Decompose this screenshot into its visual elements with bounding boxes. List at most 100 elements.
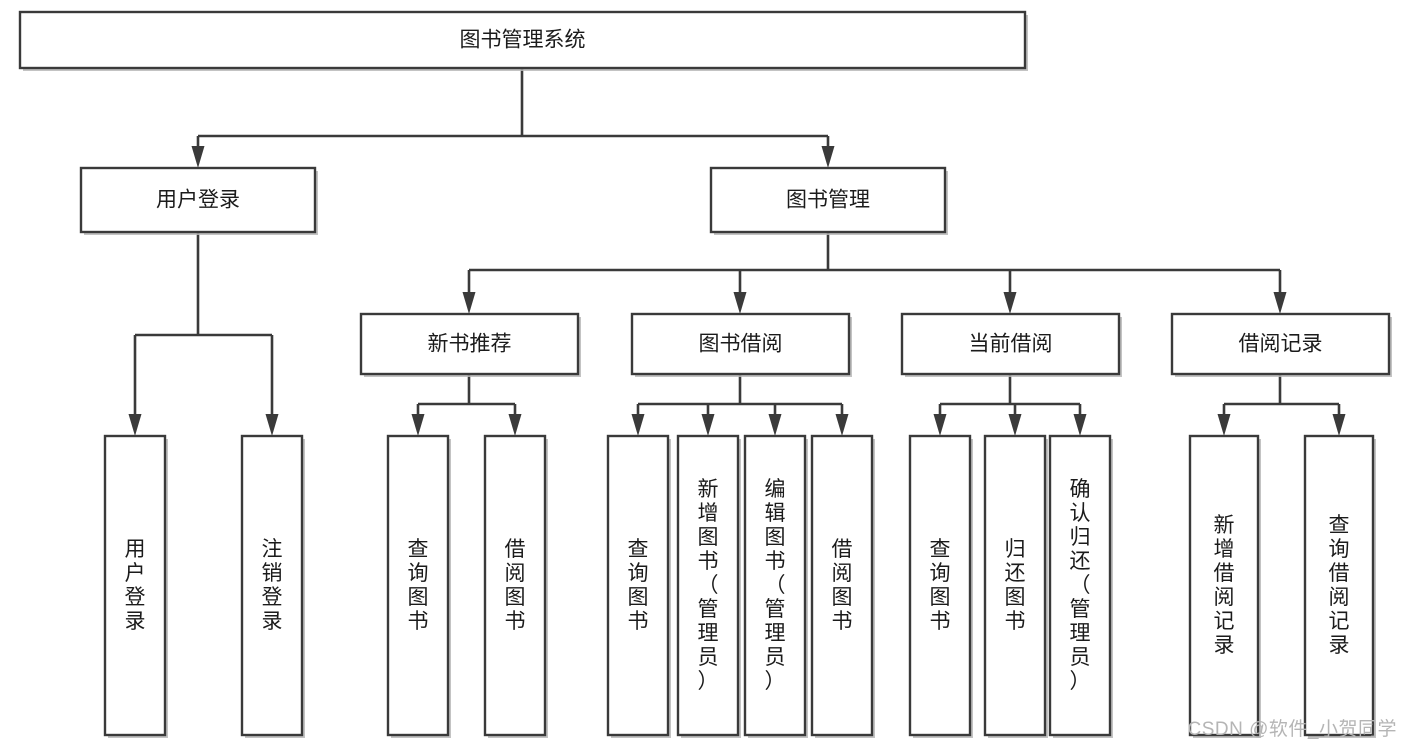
node-leaf-user-login[interactable]: 用户登录	[103, 434, 168, 738]
node-borrow-record[interactable]: 借阅记录	[1170, 312, 1392, 377]
node-label: 归还图书	[1005, 538, 1026, 633]
connector-drop-leaf-user-login	[128, 335, 142, 436]
arrow-head-icon	[265, 414, 279, 436]
connector-drop-leaf-borrow-book-2	[835, 404, 849, 436]
node-label: 查询图书	[408, 538, 429, 633]
node-leaf-add-record[interactable]: 新增借阅记录	[1188, 434, 1261, 738]
node-root[interactable]: 图书管理系统	[18, 10, 1028, 71]
arrow-head-icon	[701, 414, 715, 436]
node-box	[240, 434, 304, 737]
connector-drop-borrow-record	[1273, 270, 1287, 314]
node-label: 图书管理系统	[460, 29, 586, 52]
node-leaf-query-book-3[interactable]: 查询图书	[908, 434, 973, 738]
connector-drop-leaf-user-logout	[265, 335, 279, 436]
node-current-borrow[interactable]: 当前借阅	[900, 312, 1122, 377]
node-leaf-borrow-book-2[interactable]: 借阅图书	[810, 434, 875, 738]
node-box	[743, 434, 807, 737]
node-box	[386, 434, 450, 737]
connector-drop-book-borrow	[733, 270, 747, 314]
node-label: 查询图书	[930, 538, 951, 633]
node-user-login[interactable]: 用户登录	[79, 166, 318, 235]
node-new-book-recommend[interactable]: 新书推荐	[359, 312, 581, 377]
arrow-head-icon	[508, 414, 522, 436]
node-label: 编辑图书（管理员）	[765, 478, 786, 693]
arrow-head-icon	[1073, 414, 1087, 436]
node-box	[908, 434, 972, 737]
node-box	[709, 166, 947, 234]
node-label: 当前借阅	[969, 333, 1053, 356]
node-box	[1048, 434, 1112, 737]
arrow-head-icon	[462, 292, 476, 314]
node-label: 借阅图书	[505, 538, 526, 633]
node-book-borrow[interactable]: 图书借阅	[630, 312, 852, 377]
connector-drop-current-borrow	[1003, 270, 1017, 314]
node-box	[630, 312, 851, 376]
arrow-head-icon	[933, 414, 947, 436]
node-label: 用户登录	[156, 189, 240, 212]
node-leaf-borrow-book-1[interactable]: 借阅图书	[483, 434, 548, 738]
node-box	[1303, 434, 1375, 737]
connector-drop-leaf-edit-book	[768, 404, 782, 436]
node-label: 新增图书（管理员）	[698, 478, 719, 693]
connector-drop-leaf-confirm-return	[1073, 404, 1087, 436]
node-label: 新增借阅记录	[1214, 514, 1235, 657]
node-label: 新书推荐	[428, 333, 512, 356]
node-leaf-user-logout[interactable]: 注销登录	[240, 434, 305, 738]
node-leaf-add-book[interactable]: 新增图书（管理员）	[676, 434, 741, 738]
connector-drop-leaf-borrow-book-1	[508, 404, 522, 436]
arrow-head-icon	[835, 414, 849, 436]
connector-drop-user-login	[191, 136, 205, 168]
connector-drop-leaf-return-book	[1008, 404, 1022, 436]
node-leaf-edit-book[interactable]: 编辑图书（管理员）	[743, 434, 808, 738]
node-box	[79, 166, 317, 234]
arrow-head-icon	[1003, 292, 1017, 314]
arrow-head-icon	[128, 414, 142, 436]
node-label: 用户登录	[125, 538, 146, 633]
arrow-head-icon	[191, 146, 205, 168]
node-label: 查询图书	[628, 538, 649, 633]
arrow-head-icon	[1217, 414, 1231, 436]
node-box	[483, 434, 547, 737]
connector-drop-book-manage	[821, 136, 835, 168]
node-label: 注销登录	[262, 538, 283, 633]
node-box	[18, 10, 1027, 70]
arrow-head-icon	[1008, 414, 1022, 436]
node-box	[1188, 434, 1260, 737]
connector-drop-leaf-query-book-3	[933, 404, 947, 436]
node-leaf-query-record[interactable]: 查询借阅记录	[1303, 434, 1376, 738]
node-leaf-query-book-2[interactable]: 查询图书	[606, 434, 671, 738]
arrow-head-icon	[768, 414, 782, 436]
connector-drop-new-book-recommend	[462, 270, 476, 314]
node-leaf-confirm-return[interactable]: 确认归还（管理员）	[1048, 434, 1113, 738]
node-label: 图书借阅	[699, 333, 783, 356]
node-book-manage[interactable]: 图书管理	[709, 166, 948, 235]
node-box	[1170, 312, 1391, 376]
node-label: 查询借阅记录	[1329, 514, 1350, 657]
node-box	[810, 434, 874, 737]
node-label: 借阅图书	[832, 538, 853, 633]
connector-drop-leaf-query-book-1	[411, 404, 425, 436]
connector-drop-leaf-query-record	[1332, 404, 1346, 436]
arrow-head-icon	[1273, 292, 1287, 314]
node-label: 图书管理	[786, 189, 870, 212]
node-box	[900, 312, 1121, 376]
connector-layer	[128, 68, 1346, 436]
arrow-head-icon	[631, 414, 645, 436]
node-box	[983, 434, 1047, 737]
node-leaf-query-book-1[interactable]: 查询图书	[386, 434, 451, 738]
arrow-head-icon	[821, 146, 835, 168]
arrow-head-icon	[733, 292, 747, 314]
csdn-watermark: CSDN @软件_小贺同学	[1187, 719, 1397, 740]
arrow-head-icon	[1332, 414, 1346, 436]
arrow-head-icon	[411, 414, 425, 436]
node-label: 确认归还（管理员）	[1070, 478, 1091, 693]
connector-drop-leaf-add-record	[1217, 404, 1231, 436]
connector-drop-leaf-query-book-2	[631, 404, 645, 436]
node-box	[359, 312, 580, 376]
node-box	[606, 434, 670, 737]
node-leaf-return-book[interactable]: 归还图书	[983, 434, 1048, 738]
connector-drop-leaf-add-book	[701, 404, 715, 436]
node-box	[676, 434, 740, 737]
node-layer: 图书管理系统用户登录图书管理新书推荐图书借阅当前借阅借阅记录用户登录注销登录查询…	[18, 10, 1392, 738]
